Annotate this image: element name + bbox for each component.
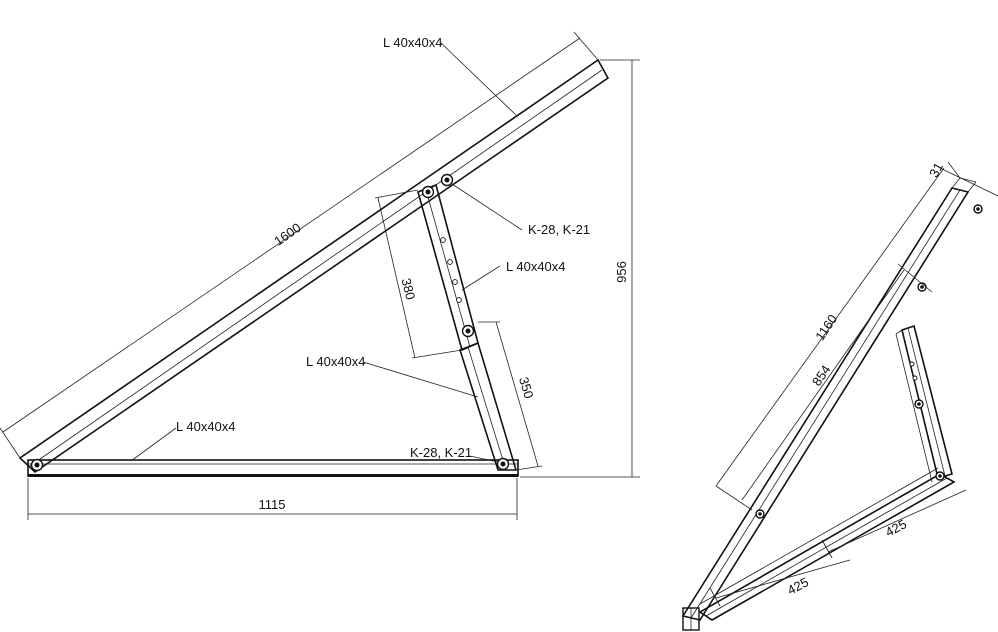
iso-dimension-854: 854	[741, 263, 933, 501]
iso-base-rail	[698, 467, 956, 621]
callout-base-profile: L 40x40x4	[130, 419, 236, 462]
iso-strut-hole	[912, 375, 918, 381]
bolt-strut-middle	[461, 324, 475, 338]
bolt-bottom-left	[30, 458, 44, 472]
callout-lower-profile-text: L 40x40x4	[306, 354, 366, 369]
isometric-view: 31 1160 854 425 425	[681, 160, 998, 631]
iso-bolt-base	[935, 471, 945, 481]
callout-base-profile-text: L 40x40x4	[176, 419, 236, 434]
strut-hole	[456, 297, 462, 303]
callout-bottom-fastener: K-28, K-21	[410, 445, 499, 463]
iso-dimension-425-left-text: 425	[785, 574, 811, 597]
iso-bolt-lower	[755, 509, 765, 519]
iso-dimension-1160-text: 1160	[812, 312, 840, 344]
callout-lower-profile: L 40x40x4	[306, 354, 479, 398]
iso-main-rail	[681, 177, 977, 631]
iso-strut-hole	[909, 361, 915, 367]
base-rail	[27, 459, 519, 477]
dimension-380-text: 380	[398, 277, 418, 302]
strut-hole	[452, 279, 458, 285]
iso-rear-strut	[895, 324, 953, 483]
dimension-956-text: 956	[614, 261, 629, 283]
dimension-350: 350	[478, 321, 543, 471]
callout-bottom-fastener-text: K-28, K-21	[410, 445, 472, 460]
bolt-strut-top-a	[421, 185, 435, 199]
callout-top-profile-text: L 40x40x4	[383, 35, 443, 50]
bolt-bottom-right	[496, 457, 510, 471]
callout-top-fastener-text: K-28, K-21	[528, 222, 590, 237]
strut-hole	[440, 237, 446, 243]
dimension-380: 380	[374, 189, 463, 359]
bolt-strut-top-b	[440, 173, 454, 187]
callout-strut-profile-text: L 40x40x4	[506, 259, 566, 274]
iso-dimension-31-text: 31	[926, 160, 946, 180]
dimension-350-text: 350	[516, 375, 537, 400]
iso-dimension-1160: 1160	[715, 167, 945, 511]
iso-bolt-strut	[914, 399, 924, 409]
iso-dimension-31: 31	[926, 160, 998, 197]
dimension-1600: 1600	[0, 31, 599, 459]
dimension-1600-text: 1600	[271, 220, 303, 249]
iso-bolt-top	[973, 204, 983, 214]
iso-dimension-854-text: 854	[809, 362, 834, 388]
callout-top-profile: L 40x40x4	[383, 35, 517, 116]
dimension-956: 956	[520, 59, 640, 478]
strut-hole	[447, 259, 453, 265]
side-elevation: 1600 956 1115 380 350	[0, 31, 640, 520]
dimension-1115: 1115	[27, 478, 518, 520]
callout-top-fastener: K-28, K-21	[451, 183, 590, 237]
dimension-1115-text: 1115	[259, 497, 286, 512]
callout-strut-profile: L 40x40x4	[461, 259, 566, 291]
